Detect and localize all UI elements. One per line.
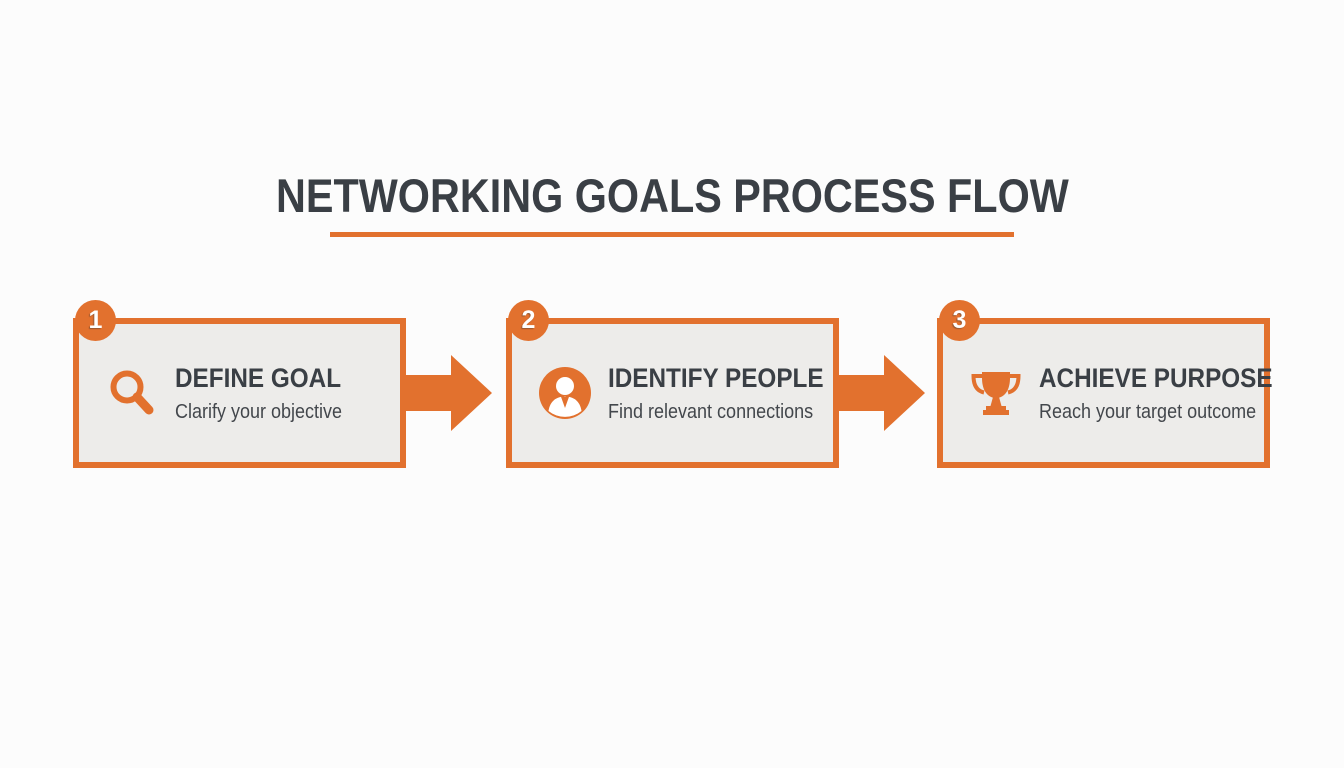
trophy-icon: [969, 366, 1023, 420]
step-number-badge: 3: [939, 300, 980, 341]
step-content: IDENTIFY PEOPLE Find relevant connection…: [512, 324, 833, 462]
step-heading: IDENTIFY PEOPLE: [608, 362, 824, 393]
step-text: IDENTIFY PEOPLE Find relevant connection…: [608, 363, 824, 424]
magnifier-icon: [105, 366, 159, 420]
step-text: ACHIEVE PURPOSE Reach your target outcom…: [1039, 363, 1273, 424]
step-subtext: Find relevant connections: [608, 400, 814, 423]
arrow-right-icon: [838, 355, 937, 431]
step-subtext: Clarify your objective: [175, 400, 343, 423]
step-content: ACHIEVE PURPOSE Reach your target outcom…: [943, 324, 1273, 462]
step-number-badge: 2: [508, 300, 549, 341]
step-content: DEFINE GOAL Clarify your objective: [79, 324, 400, 462]
step-box-identify-people: 2 IDENTIFY PEOPLE Find relevant connecti…: [506, 300, 839, 468]
process-flow: 1 DEFINE GOAL Clarify your objective: [73, 300, 1273, 468]
arrow-right-icon: [405, 355, 506, 431]
title-underline: [330, 232, 1014, 237]
step-heading: ACHIEVE PURPOSE: [1039, 362, 1273, 393]
title-block: NETWORKING GOALS PROCESS FLOW: [0, 168, 1344, 237]
step-box-achieve-purpose: 3 ACHIEVE PURPOSE Reach your target outc…: [937, 300, 1273, 468]
step-number-badge: 1: [75, 300, 116, 341]
step-box-define-goal: 1 DEFINE GOAL Clarify your objective: [73, 300, 406, 468]
person-icon: [538, 366, 592, 420]
step-heading: DEFINE GOAL: [175, 362, 342, 393]
step-subtext: Reach your target outcome: [1039, 400, 1257, 423]
page-title: NETWORKING GOALS PROCESS FLOW: [275, 169, 1069, 222]
step-text: DEFINE GOAL Clarify your objective: [175, 363, 342, 424]
